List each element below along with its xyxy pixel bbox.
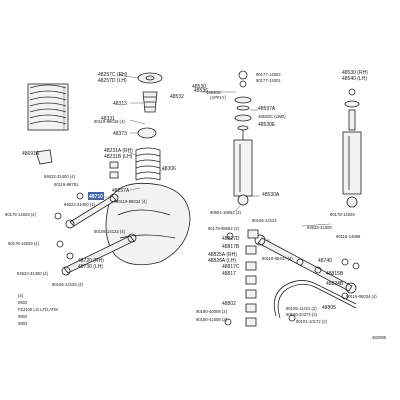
label-48530a: 48530A — [262, 192, 280, 198]
front-coil-spring — [135, 147, 161, 181]
lateral-control-rod — [254, 234, 357, 294]
stabilizer-bar — [273, 280, 357, 319]
label-48825a: 48825A (RH) — [208, 252, 237, 258]
application-notes: (4) 0802 FZJ100 LG LFD,ATM 0802 0802 — [18, 293, 58, 326]
label-48306: 48306 — [162, 166, 176, 172]
label-48373: 48373 — [113, 131, 127, 137]
label-48710[interactable]: 48710 — [89, 194, 103, 200]
note-line-1: 0802 — [18, 300, 28, 305]
nut-washer-set — [54, 192, 84, 260]
lower-control-arm — [61, 233, 137, 276]
label-94622-31400-c: 94622-31400 (4) — [17, 271, 49, 276]
spring-insulator — [137, 127, 157, 139]
label-90180-41008: 90180-41008 (2) — [196, 317, 228, 322]
rear-shock-absorber — [342, 88, 362, 208]
label-48532: 48532 — [170, 94, 184, 100]
label-apply: (APPLY) — [210, 95, 227, 100]
label-48536: 48536 — [194, 88, 208, 94]
label-48313: 48313 — [113, 101, 127, 107]
highlight-48710 — [88, 192, 104, 200]
label-48802: 48802 — [222, 301, 236, 307]
label-90178-14029-b: 90178-14029 (4) — [8, 241, 40, 246]
label-48817b: 48817B — [222, 244, 240, 250]
stabilizer-bracket-parts — [224, 229, 360, 327]
label-90178-14029-c: 90178-14029 — [330, 212, 355, 217]
label-48257c: 48257C (RH) — [98, 72, 128, 78]
label-48720: 48720 (RH) — [78, 258, 104, 264]
label-94622-31600: 94622-31600 — [307, 225, 332, 230]
label-48257a: 48257A — [112, 188, 130, 194]
label-48530-top: 48530 — [192, 84, 206, 90]
label-48817d: 48817D — [222, 236, 240, 242]
label-48257d: 48257D (LH) — [98, 78, 127, 84]
label-48331: 48331 — [101, 116, 115, 122]
axle-housing — [105, 182, 191, 266]
label-48691a: 48691A — [22, 151, 40, 157]
label-90105-14124: 90105-14124 — [252, 218, 277, 223]
note-title: (4) — [18, 293, 24, 298]
label-48540-lh: 48540 (LH) — [342, 76, 367, 82]
coil-spring-illustration — [27, 83, 69, 131]
label-90119-08447: 90119-08447 (4) — [262, 256, 293, 261]
label-90119-88781: 90119-88781 — [54, 182, 79, 187]
bushing-set — [109, 161, 119, 179]
label-48817: 48817 — [222, 271, 236, 277]
stopper-bracket — [35, 149, 53, 165]
label-48530-rh: 48530 (RH) — [342, 70, 368, 76]
leader-lines — [102, 74, 331, 241]
label-48530g: 48530G — [206, 90, 221, 95]
upper-control-arm — [65, 193, 119, 229]
label-48824b: 48824B — [326, 281, 344, 287]
label-90119-08034: 90119-08034 (4) — [346, 294, 377, 299]
label-90160-10273: 90160-10273 (2) — [286, 312, 318, 317]
label-90177-14001: 90177-14001 — [256, 78, 281, 83]
note-line-3: FZJ100 LG LFD,ATM — [18, 307, 58, 312]
label-90179-08062: 90179-08062 (2) — [208, 226, 240, 231]
label-48231a: 48231A (RH) — [104, 148, 133, 154]
note-line-4: 0802 — [18, 314, 28, 319]
label-48597a: 48597A — [258, 106, 276, 112]
label-90178-14029-a: 90178-14029 (4) — [5, 212, 37, 217]
label-94622-31400-a: 94622-31400 (4) — [44, 174, 76, 179]
label-90101-10172: 90101-10172 (2) — [296, 319, 328, 324]
label-90901-19052: 90901-19052 (2) — [210, 210, 242, 215]
label-94622-31400-b: 94622-31400 (4) — [64, 202, 96, 207]
label-48815b: 48815B — [326, 271, 344, 277]
label-48530g-lwb: 48530G (LWB) — [258, 114, 286, 119]
label-90180-40008: 90180-40008 (2) — [196, 309, 228, 314]
label-90105-14125: 90105-14125 (4) — [52, 282, 84, 287]
label-48730: 48730 (LH) — [78, 264, 103, 270]
front-shock-absorber — [233, 70, 253, 206]
note-line-5: 0802 — [18, 321, 28, 326]
label-48530e: 48530E — [258, 122, 276, 128]
diagram-id: 482088 — [372, 335, 387, 340]
label-90105-14123: 90105-14123 (4) — [94, 229, 126, 234]
label-90119-88034: 90119-88034 (4) — [94, 119, 125, 124]
label-90119-14888: 90119-14888 — [336, 234, 361, 239]
label-48826a: 48826A (LH) — [208, 258, 236, 264]
label-90177-14002: 90177-14002 — [256, 72, 281, 77]
label-90119-88034-b: 90119-88034 (4) — [116, 199, 147, 204]
label-48740: 48740 — [318, 258, 332, 264]
label-48805: 48805 — [322, 305, 336, 311]
label-48231b: 48231B (LH) — [104, 154, 133, 160]
label-90105-11421: 90105-11421 (2) — [286, 306, 317, 311]
bump-stopper — [142, 91, 158, 113]
upper-spring-seat — [137, 72, 163, 84]
label-48817c: 48817C — [222, 264, 240, 270]
